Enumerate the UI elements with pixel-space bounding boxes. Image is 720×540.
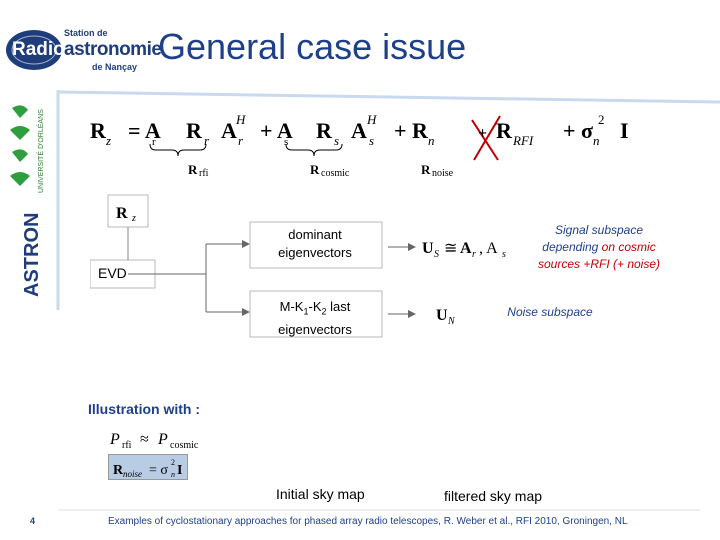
page-number: 4 <box>30 516 36 526</box>
svg-text:RFI: RFI <box>512 133 534 148</box>
svg-text:R: R <box>186 118 203 143</box>
last-eigenvectors-label: M-K1-K2 last eigenvectors <box>278 299 352 337</box>
svg-text:rfi: rfi <box>199 168 209 179</box>
power-condition-formula: P rfi ≈ P cosmic <box>109 431 199 451</box>
svg-text:H: H <box>235 112 246 127</box>
radioastronomie-logo: Station de Radio astronomie de Nançay <box>4 22 162 74</box>
svg-text:+ R: + R <box>394 118 429 143</box>
svg-text:P: P <box>157 431 168 448</box>
svg-text:+ A: + A <box>260 118 293 143</box>
university-orleans-logo: UNIVERSITÉ D'ORLÉANS <box>36 109 45 193</box>
logo-astronomie-text: astronomie <box>64 39 162 60</box>
astron-logo: ASTRON <box>21 213 43 297</box>
svg-text:n: n <box>593 133 600 148</box>
orleans-emblem-icon <box>10 105 30 186</box>
evd-label: EVD <box>98 265 127 281</box>
svg-text:I: I <box>177 463 182 478</box>
svg-text:cosmic: cosmic <box>170 440 199 451</box>
svg-text:R: R <box>113 463 124 478</box>
footer-citation: Examples of cyclostationary approaches f… <box>108 516 628 527</box>
svg-text:P: P <box>109 431 120 448</box>
svg-text:z: z <box>105 133 111 148</box>
svg-text:r: r <box>152 136 156 148</box>
svg-text:s: s <box>502 249 506 260</box>
svg-text:2: 2 <box>171 458 175 467</box>
svg-text:n: n <box>428 133 435 148</box>
filtered-sky-map-caption: filtered sky map <box>444 488 543 504</box>
svg-text:U: U <box>436 307 448 324</box>
svg-text:R: R <box>316 118 333 143</box>
svg-text:R: R <box>310 162 320 177</box>
svg-text:r: r <box>204 133 210 148</box>
svg-text:rfi: rfi <box>122 440 132 451</box>
illustration-label: Illustration with : <box>88 401 200 417</box>
svg-text:cosmic: cosmic <box>321 168 350 179</box>
logo-station-text: Station de <box>64 28 108 38</box>
svg-text:n: n <box>171 470 175 479</box>
svg-text:noise: noise <box>123 469 142 479</box>
svg-text:R: R <box>188 162 198 177</box>
svg-text:H: H <box>366 112 377 127</box>
svg-text:A: A <box>221 118 237 143</box>
svg-text:+ σ: + σ <box>563 118 593 143</box>
svg-text:N: N <box>447 316 456 327</box>
svg-text:z: z <box>131 213 136 224</box>
noise-covariance-formula: R noise = σ 2 n I <box>108 454 188 480</box>
svg-text:≈: ≈ <box>140 431 149 448</box>
initial-sky-map-caption: Initial sky map <box>276 486 365 502</box>
svg-text:s: s <box>284 136 288 148</box>
svg-text:R: R <box>116 205 128 222</box>
page-title: General case issue <box>158 26 467 67</box>
svg-text:A: A <box>460 240 472 257</box>
svg-text:= A: = A <box>128 118 161 143</box>
svg-text:2: 2 <box>598 112 605 127</box>
svg-text:A: A <box>351 118 367 143</box>
svg-text:R: R <box>496 118 513 143</box>
svg-text:r: r <box>472 249 476 260</box>
svg-text:ASTRON: ASTRON <box>21 213 43 297</box>
evd-diagram: R z U S ≅ A r , A s U N <box>90 194 506 338</box>
svg-text:s: s <box>369 133 374 148</box>
svg-text:= σ: = σ <box>149 463 168 478</box>
svg-text:S: S <box>434 249 439 260</box>
covariance-equation: R = A R A + A R A + R R + σ I z r r s s … <box>90 112 629 179</box>
svg-text:s: s <box>334 133 339 148</box>
svg-text:I: I <box>620 118 629 143</box>
dominant-eigenvectors-label: dominant eigenvectors <box>278 227 352 260</box>
svg-text:r: r <box>238 133 244 148</box>
svg-text:R: R <box>90 118 107 143</box>
logo-radio-text: Radio <box>12 39 65 60</box>
noise-subspace-label: Noise subspace <box>507 305 593 319</box>
svg-text:R: R <box>421 162 431 177</box>
svg-text:U: U <box>422 240 434 257</box>
svg-text:UNIVERSITÉ D'ORLÉANS: UNIVERSITÉ D'ORLÉANS <box>36 109 45 193</box>
logo-nancay-text: de Nançay <box>92 62 138 72</box>
svg-text:, A: , A <box>479 240 498 257</box>
svg-text:noise: noise <box>432 168 454 179</box>
signal-subspace-label: Signal subspace depending on cosmic sour… <box>537 223 661 271</box>
svg-text:≅: ≅ <box>444 240 457 257</box>
svg-text:+: + <box>478 125 487 142</box>
